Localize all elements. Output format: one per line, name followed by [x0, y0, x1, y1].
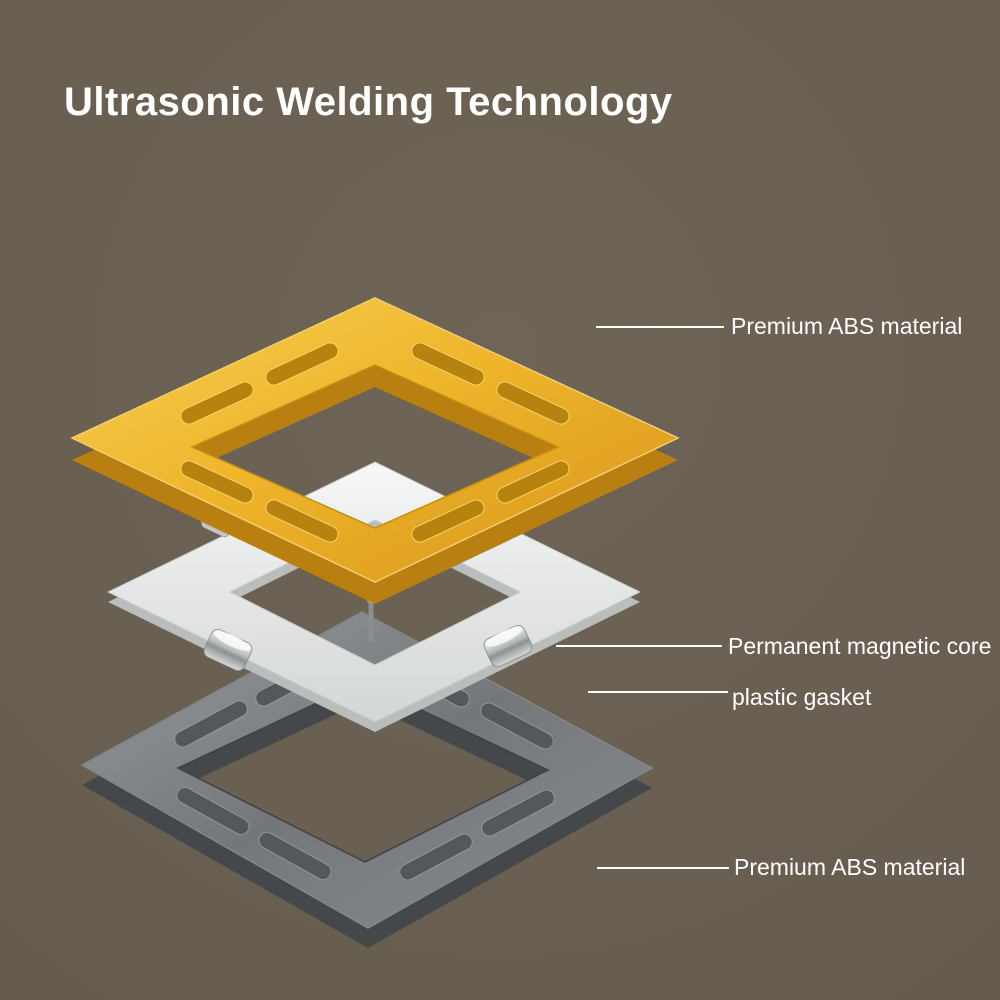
callout-label-magnet: Permanent magnetic core	[728, 633, 992, 659]
page-title: Ultrasonic Welding Technology	[64, 80, 673, 124]
callout-label-gasket: plastic gasket	[732, 684, 872, 710]
magnet-core-lower-right	[483, 625, 533, 667]
top-abs-frame	[70, 297, 680, 604]
callout-label-bottom-frame: Premium ABS material	[734, 854, 966, 880]
callout-label-top-frame: Premium ABS material	[731, 313, 963, 339]
callout-lines	[556, 326, 729, 869]
magnet-core-lower-left	[203, 629, 253, 671]
bottom-abs-frame	[80, 611, 654, 948]
